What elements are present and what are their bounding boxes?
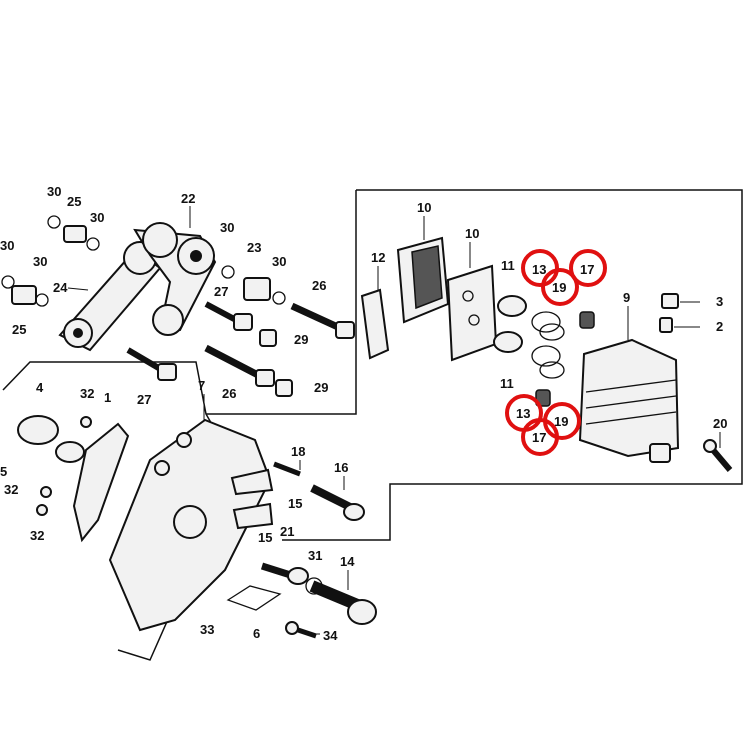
callout-13: 13 [516,406,530,421]
callout-21: 21 [280,524,294,539]
callout-32: 32 [4,482,18,497]
callout-30: 30 [90,210,104,225]
leader-lines [67,206,721,635]
callout-30: 30 [47,184,61,199]
spring-31 [305,577,323,595]
callout-17: 17 [580,262,594,277]
callout-30: 30 [220,220,234,235]
cam-lever-21 [260,562,309,585]
callout-17: 17 [532,430,546,445]
callout-27: 27 [214,284,228,299]
bolt-26-lower [204,344,275,387]
highlight-19-upper [541,268,579,306]
callout-31: 31 [308,548,322,563]
bolt-26-upper [290,302,355,339]
callout-12: 12 [371,250,385,265]
cap-2 [659,317,673,333]
callout-22: 22 [181,191,195,206]
caliper-body-9 [578,338,680,463]
callout-20: 20 [713,416,727,431]
callout-25: 25 [12,322,26,337]
callout-26: 26 [312,278,326,293]
brake-pad-10-rear [396,236,450,324]
callout-29: 29 [314,380,328,395]
callout-2: 2 [716,319,723,334]
highlight-17-lower [521,418,559,456]
pin-18 [273,461,301,477]
callout-30: 30 [0,238,14,253]
bolt-34 [285,621,317,639]
callout-30: 30 [33,254,47,269]
piston-11-lower [493,331,523,353]
torque-link-24 [58,241,162,352]
collar-25-top [47,215,100,251]
callout-11: 11 [500,376,514,391]
callout-32: 32 [30,528,44,543]
bolt-27-upper [204,301,253,331]
callout-27: 27 [137,392,151,407]
brake-pad-10-front [446,264,498,362]
highlight-17-upper [569,249,607,287]
callout-1: 1 [104,390,111,405]
callout-26: 26 [222,386,236,401]
callout-4: 4 [36,380,44,395]
callout-18: 18 [291,444,305,459]
bolt-20 [703,439,733,472]
callout-32: 32 [80,386,94,401]
callout-19: 19 [554,414,568,429]
callout-25: 25 [67,194,81,209]
collar-25-left [1,275,49,307]
pad-spring-12 [360,288,390,360]
dust-seal-1 [72,422,130,543]
callout-10: 10 [465,226,479,241]
callout-34: 34 [323,628,338,643]
torque-link-22 [133,222,217,336]
cotter-pin-6 [226,585,282,611]
nut-29-lower [275,379,293,397]
nut-29-upper [259,329,277,347]
pin-16 [310,484,365,521]
callout-24: 24 [53,280,68,295]
callout-15: 15 [288,496,302,511]
collar-23 [221,265,286,305]
callout-11: 11 [501,258,515,273]
bolt-32-set [36,416,92,516]
piston-seals-lower [531,345,565,407]
highlight-13-upper [521,249,559,287]
callout-14: 14 [340,554,355,569]
bolt-27-lower [126,347,177,381]
callout-13: 13 [532,262,546,277]
piston-seals-upper [531,311,595,341]
callout-30: 30 [272,254,286,269]
callout-29: 29 [294,332,308,347]
callout-23: 23 [247,240,261,255]
brake-panel-7 [108,418,272,632]
callout-16: 16 [334,460,348,475]
callout-6: 6 [253,626,260,641]
callout-15: 15 [258,530,272,545]
callout-19: 19 [552,280,566,295]
shaft-14 [309,580,377,625]
caliper-group-frame [282,189,743,541]
callout-7: 7 [198,378,205,393]
bleeder-3 [661,293,679,309]
seal-4 [17,415,85,463]
callout-9: 9 [623,290,630,305]
callout-10: 10 [417,200,431,215]
piston-11-upper [497,295,527,317]
callout-3: 3 [716,294,723,309]
highlight-circles [505,249,607,456]
callout-5: 5 [0,464,7,479]
bracket-group-frame [206,190,357,415]
callout-33: 33 [200,622,214,637]
brake-shoes-15 [230,468,274,530]
